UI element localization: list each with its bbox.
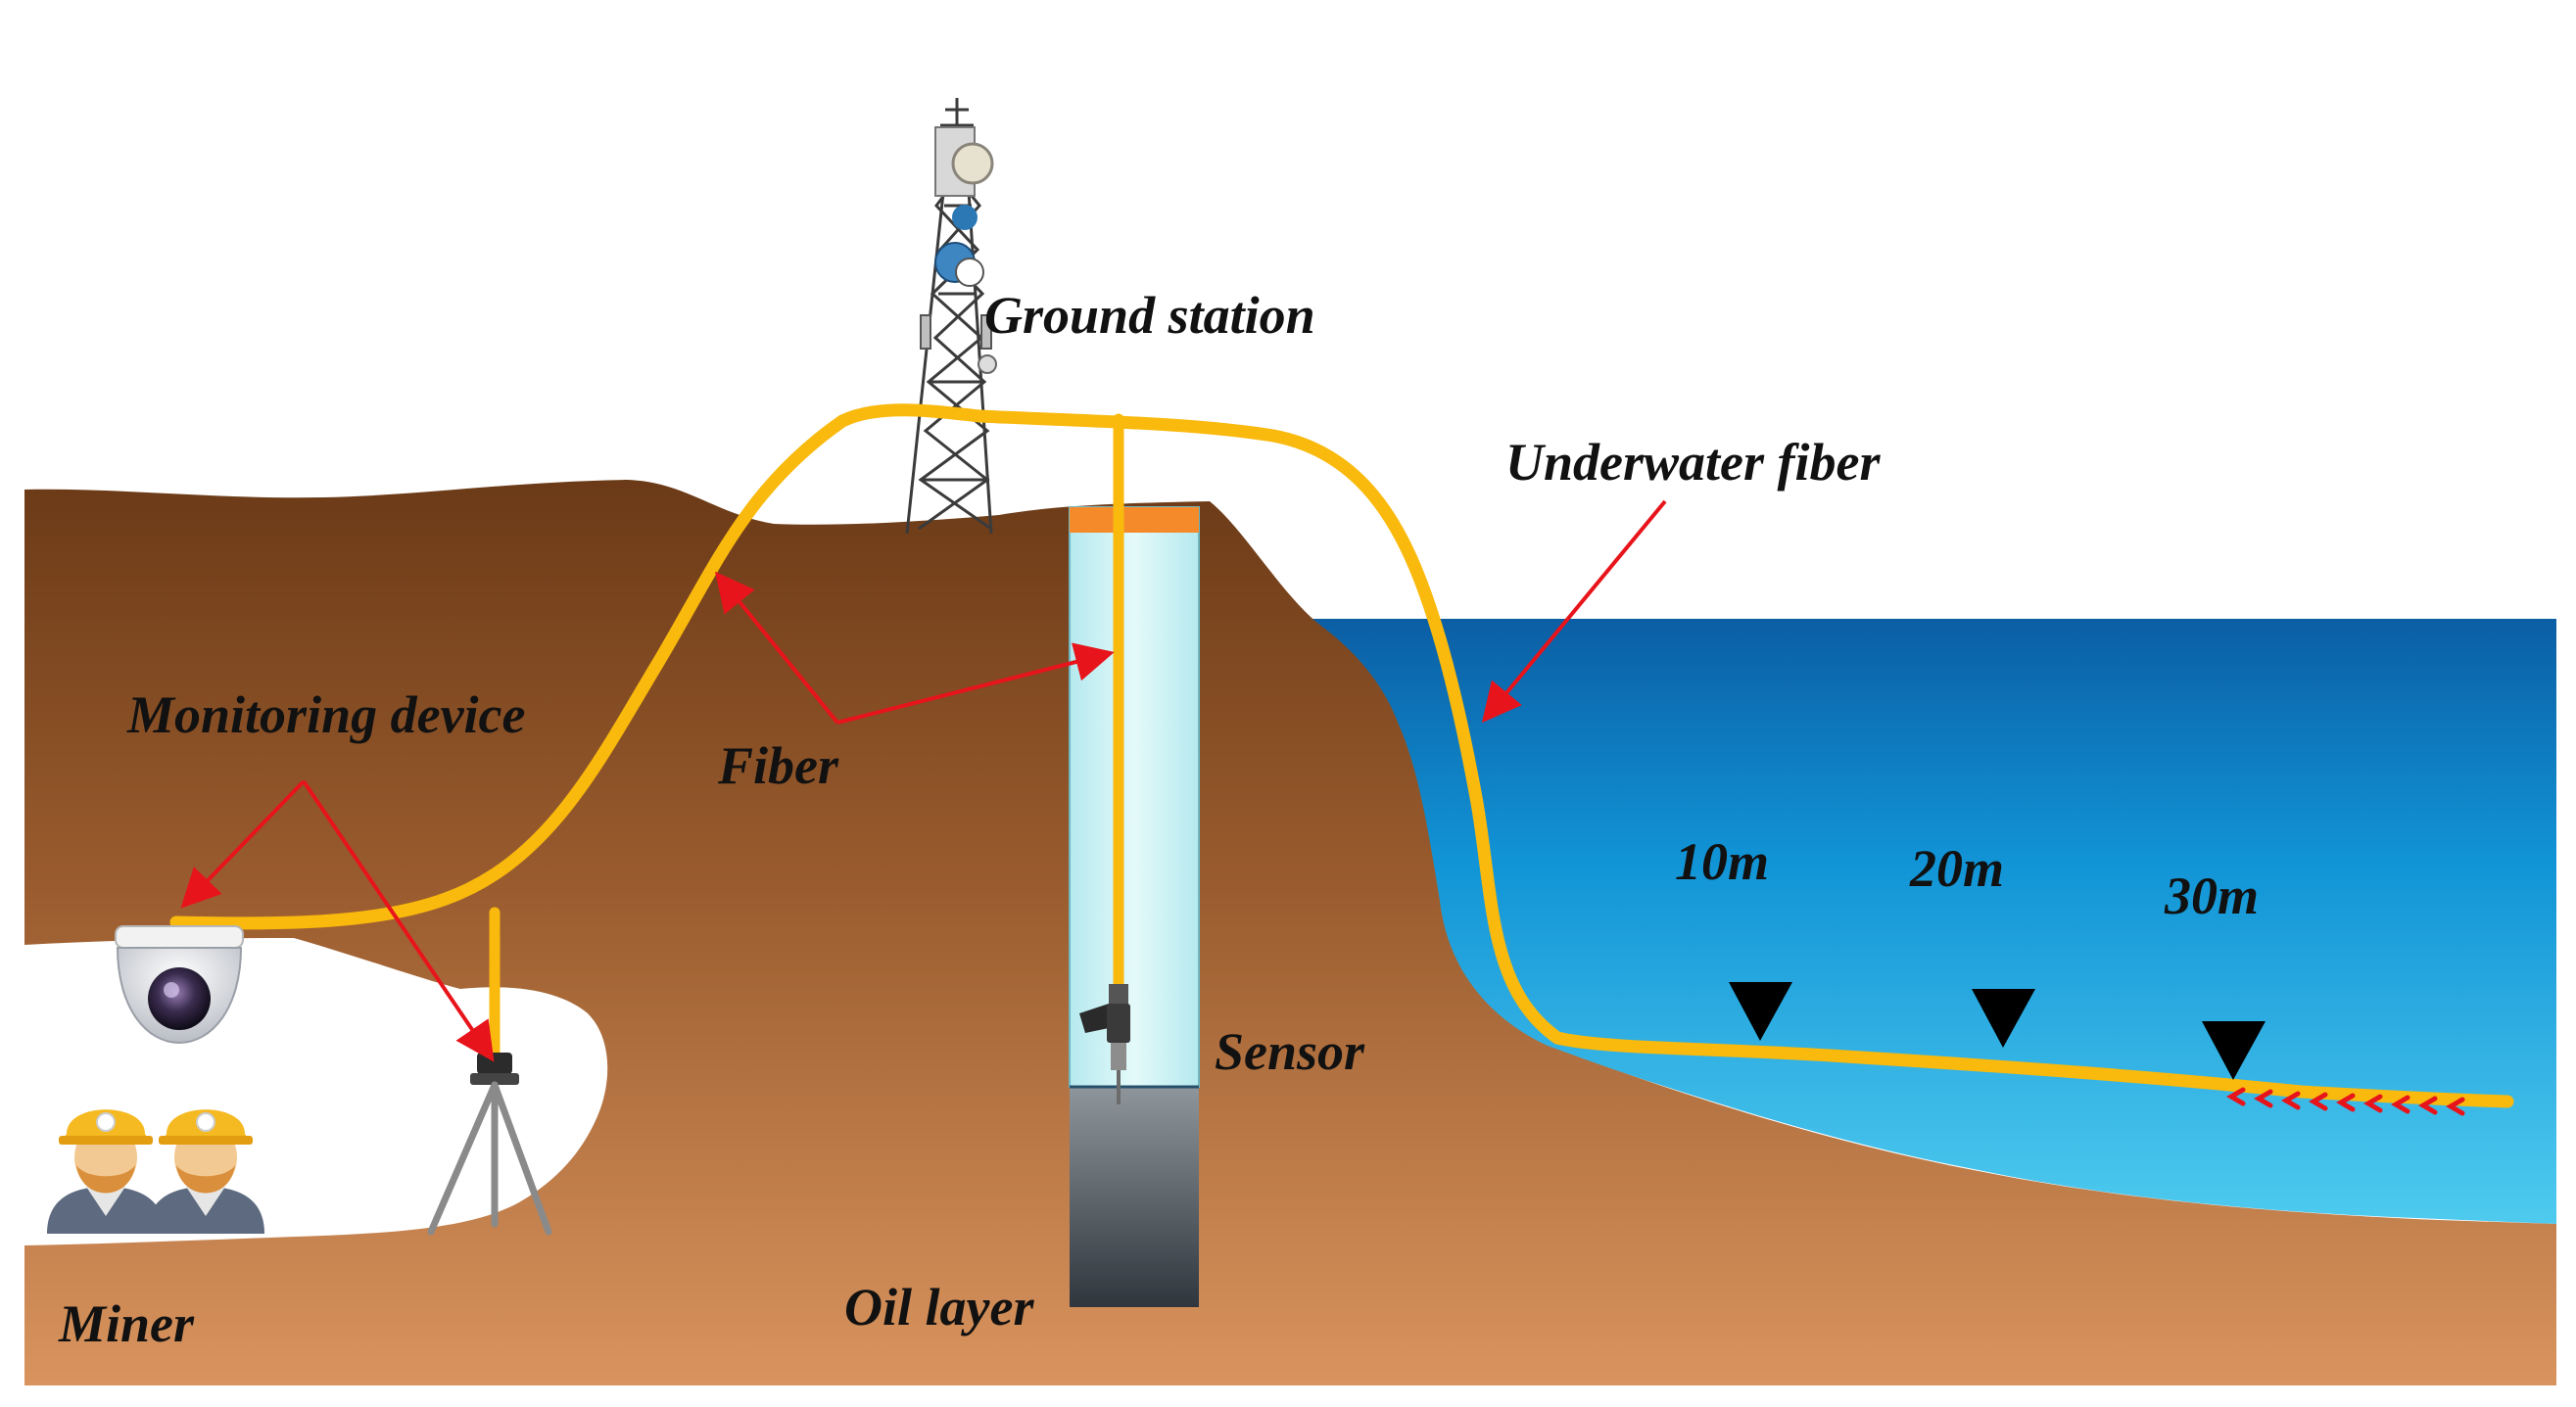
fiber-cable — [169, 403, 2514, 1108]
triangle-down-icon — [1729, 982, 1792, 1041]
arrow-underwater-fiber — [1481, 499, 1667, 724]
arrow-monitoring-to-tripod — [302, 779, 495, 1062]
label-depth-30m: 30m — [2164, 867, 2259, 925]
triangle-down-icon — [1972, 989, 2035, 1048]
label-ground-station: Ground station — [984, 286, 1315, 345]
sensing-segment — [2226, 1087, 2465, 1116]
label-depth-10m: 10m — [1675, 832, 1769, 891]
tower-dishes — [920, 126, 997, 374]
well-cap — [1070, 507, 1199, 533]
probe-sensor-icon — [1079, 984, 1130, 1104]
label-oil-layer: Oil layer — [844, 1278, 1034, 1337]
label-sensor: Sensor — [1215, 1022, 1365, 1081]
label-depth-20m: 20m — [1909, 839, 2004, 898]
arrow-fiber-to-well — [836, 642, 1115, 725]
miner-with-helmet-icon — [47, 1109, 165, 1234]
label-monitoring-device: Monitoring device — [126, 685, 525, 744]
earth-ground — [24, 480, 2556, 1385]
sea-water — [1293, 619, 2556, 1224]
oil-layer-block — [1070, 1087, 1199, 1307]
arrow-monitoring-to-camera — [180, 779, 306, 909]
label-miner: Miner — [58, 1294, 195, 1353]
label-underwater-fiber: Underwater fiber — [1505, 433, 1881, 492]
annotation-arrows — [180, 499, 1667, 1062]
well-shaft — [1069, 506, 1200, 1088]
label-fiber: Fiber — [717, 736, 839, 795]
dome-camera-icon — [115, 925, 244, 1045]
arrow-fiber-to-cable — [714, 571, 839, 725]
triangle-down-icon — [2202, 1021, 2266, 1080]
miner-with-helmet-icon — [147, 1109, 264, 1234]
